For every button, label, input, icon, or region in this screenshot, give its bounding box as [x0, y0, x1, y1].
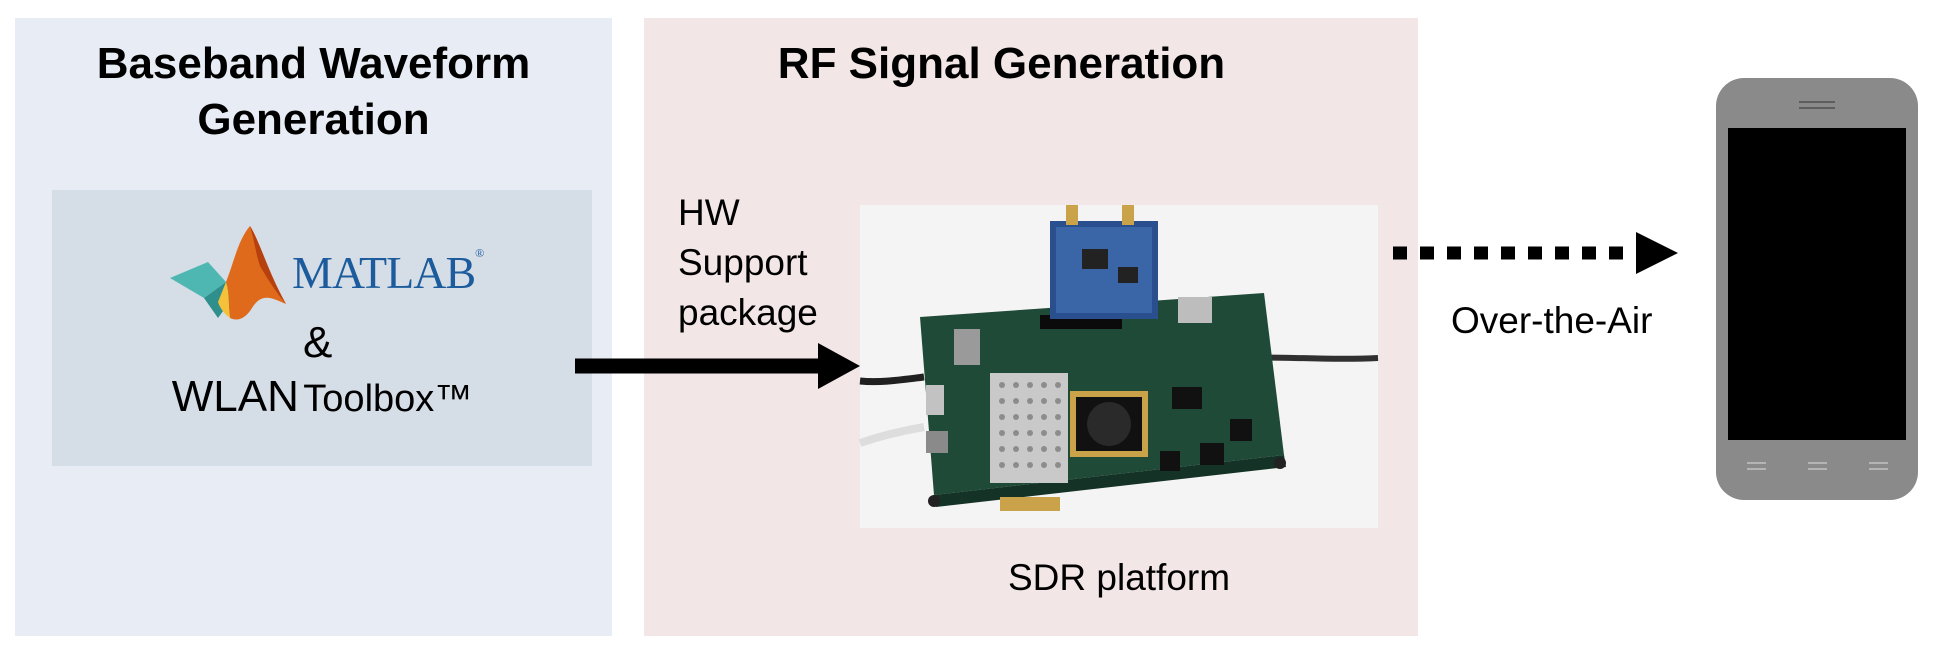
solid-arrow — [575, 343, 860, 389]
baseband-title-line2: Generation — [197, 95, 430, 144]
rf-title: RF Signal Generation — [777, 39, 1226, 88]
hw-support-line2: Support — [678, 242, 808, 283]
registered-mark: ® — [475, 246, 484, 260]
baseband-title: Baseband Waveform Generation — [15, 36, 612, 148]
over-the-air-label: Over-the-Air — [1451, 300, 1653, 341]
hw-support-label: HW Support package — [678, 188, 818, 338]
ampersand: & — [303, 318, 333, 367]
sdr-board-icon — [858, 205, 1379, 528]
software-box — [52, 190, 592, 466]
wlan-toolbox-label: WLAN Toolbox™ — [52, 372, 592, 422]
toolbox-name: Toolbox™ — [303, 378, 473, 420]
matlab-word-text: MATLAB — [292, 247, 476, 298]
sdr-platform-label: SDR platform — [1008, 557, 1231, 598]
hw-support-line1: HW — [678, 192, 740, 233]
matlab-membrane-icon — [170, 226, 286, 320]
smartphone-icon — [1716, 78, 1918, 500]
baseband-title-line1: Baseband Waveform — [96, 39, 531, 88]
wlan-prefix: WLAN — [171, 372, 299, 421]
matlab-wordmark: MATLAB® — [292, 246, 484, 299]
dotted-arrow — [1393, 232, 1678, 274]
hw-support-line3: package — [678, 292, 818, 333]
